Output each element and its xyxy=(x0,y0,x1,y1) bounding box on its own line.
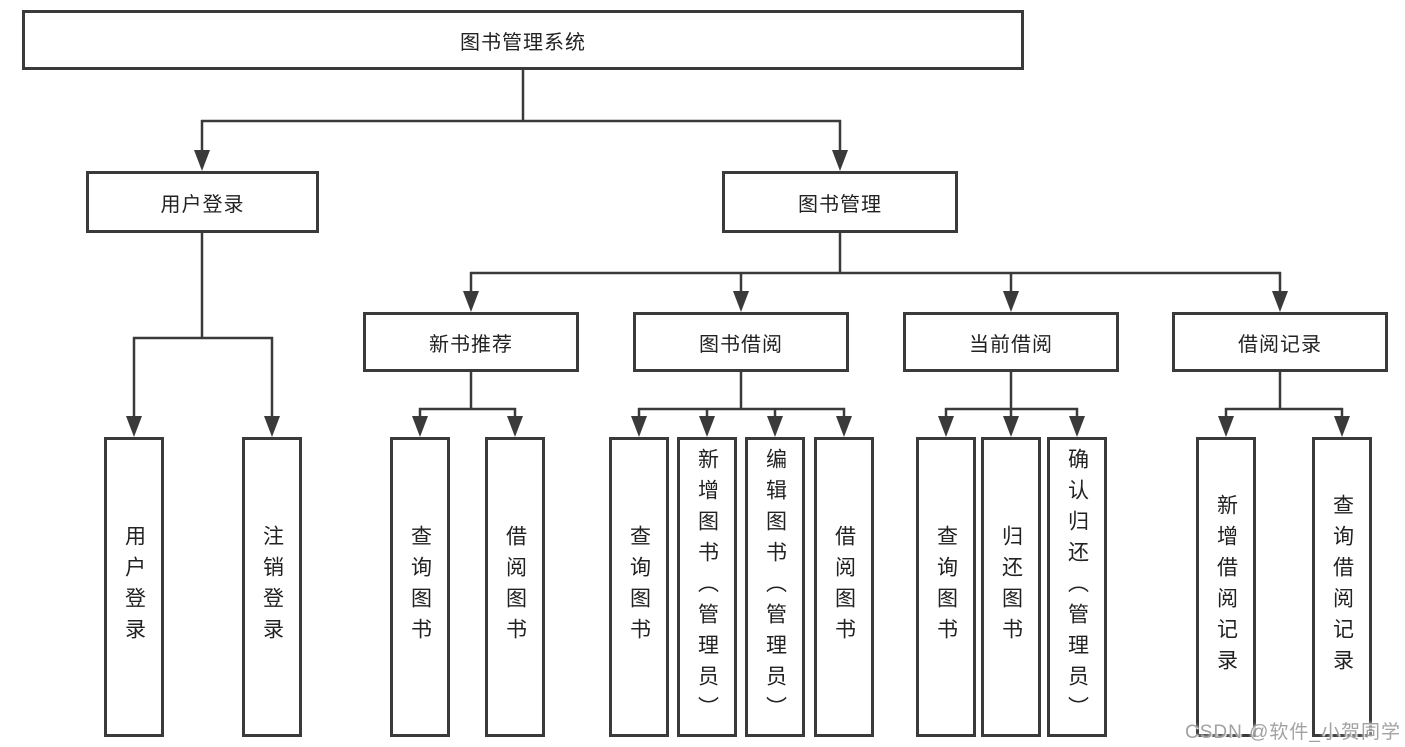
arrow-down-icon xyxy=(412,416,428,437)
connector-borrow-record-to-children xyxy=(1224,372,1344,418)
node-label: 用户登录 xyxy=(122,525,146,649)
node-label: 编辑图书（管理员） xyxy=(763,447,787,727)
connector-user-login-to-children xyxy=(132,233,274,417)
leaf-return-books: 归还图书 xyxy=(981,437,1041,737)
arrow-down-icon xyxy=(194,150,210,171)
node-label: 新书推荐 xyxy=(429,333,513,356)
arrow-down-icon xyxy=(1003,416,1019,437)
node-label: 查询借阅记录 xyxy=(1330,494,1354,680)
node-book-borrowing: 图书借阅 xyxy=(633,312,849,372)
arrow-down-icon xyxy=(767,416,783,437)
node-label: 确认归还（管理员） xyxy=(1065,447,1089,727)
connector-book-borrow-to-children xyxy=(637,372,846,418)
arrow-down-icon xyxy=(1069,416,1085,437)
leaf-recommend-borrow-books: 借阅图书 xyxy=(485,437,545,737)
node-label: 图书借阅 xyxy=(699,333,783,356)
node-user-login: 用户登录 xyxy=(86,171,319,233)
node-library-management-system: 图书管理系统 xyxy=(22,10,1024,70)
node-book-management: 图书管理 xyxy=(722,171,958,233)
node-label: 当前借阅 xyxy=(969,333,1053,356)
arrow-down-icon xyxy=(1003,291,1019,312)
arrow-down-icon xyxy=(938,416,954,437)
arrow-down-icon xyxy=(1334,416,1350,437)
node-new-book-recommendation: 新书推荐 xyxy=(363,312,579,372)
arrow-down-icon xyxy=(832,150,848,171)
connector-new-book-rec-to-children xyxy=(418,372,517,418)
connector-root-to-level2 xyxy=(200,70,842,151)
arrow-down-icon xyxy=(733,291,749,312)
connector-current-borrow-to-children xyxy=(944,372,1079,418)
node-label: 图书管理 xyxy=(798,193,882,216)
node-label: 查询图书 xyxy=(934,525,958,649)
leaf-add-borrow-record: 新增借阅记录 xyxy=(1196,437,1256,737)
node-label: 归还图书 xyxy=(999,525,1023,649)
leaf-user-login: 用户登录 xyxy=(104,437,164,737)
leaf-logout: 注销登录 xyxy=(242,437,302,737)
csdn-watermark: CSDN @软件_小贺同学 xyxy=(1185,722,1401,743)
node-label: 查询图书 xyxy=(408,525,432,649)
connector-book-mgmt-to-level3 xyxy=(469,233,1282,292)
arrow-down-icon xyxy=(836,416,852,437)
leaf-add-books-admin: 新增图书（管理员） xyxy=(677,437,737,737)
arrow-down-icon xyxy=(699,416,715,437)
arrow-down-icon xyxy=(126,416,142,437)
leaf-confirm-return-admin: 确认归还（管理员） xyxy=(1047,437,1107,737)
node-label: 注销登录 xyxy=(260,525,284,649)
node-label: 新增图书（管理员） xyxy=(695,447,719,727)
leaf-recommend-query-books: 查询图书 xyxy=(390,437,450,737)
node-label: 图书管理系统 xyxy=(460,31,586,54)
arrow-down-icon xyxy=(1218,416,1234,437)
arrow-down-icon xyxy=(264,416,280,437)
node-label: 查询图书 xyxy=(627,525,651,649)
node-label: 用户登录 xyxy=(160,193,245,216)
arrow-down-icon xyxy=(463,291,479,312)
node-borrowing-records: 借阅记录 xyxy=(1172,312,1388,372)
leaf-query-borrow-record: 查询借阅记录 xyxy=(1312,437,1372,737)
node-label: 新增借阅记录 xyxy=(1214,494,1238,680)
arrow-down-icon xyxy=(631,416,647,437)
node-label: 借阅图书 xyxy=(832,525,856,649)
node-label: 借阅图书 xyxy=(503,525,527,649)
leaf-borrowing-query-books: 查询图书 xyxy=(609,437,669,737)
arrow-down-icon xyxy=(1272,291,1288,312)
leaf-edit-books-admin: 编辑图书（管理员） xyxy=(745,437,805,737)
leaf-borrowing-borrow-books: 借阅图书 xyxy=(814,437,874,737)
node-current-borrowing: 当前借阅 xyxy=(903,312,1119,372)
leaf-current-query-books: 查询图书 xyxy=(916,437,976,737)
node-label: 借阅记录 xyxy=(1238,333,1322,356)
arrow-down-icon xyxy=(507,416,523,437)
